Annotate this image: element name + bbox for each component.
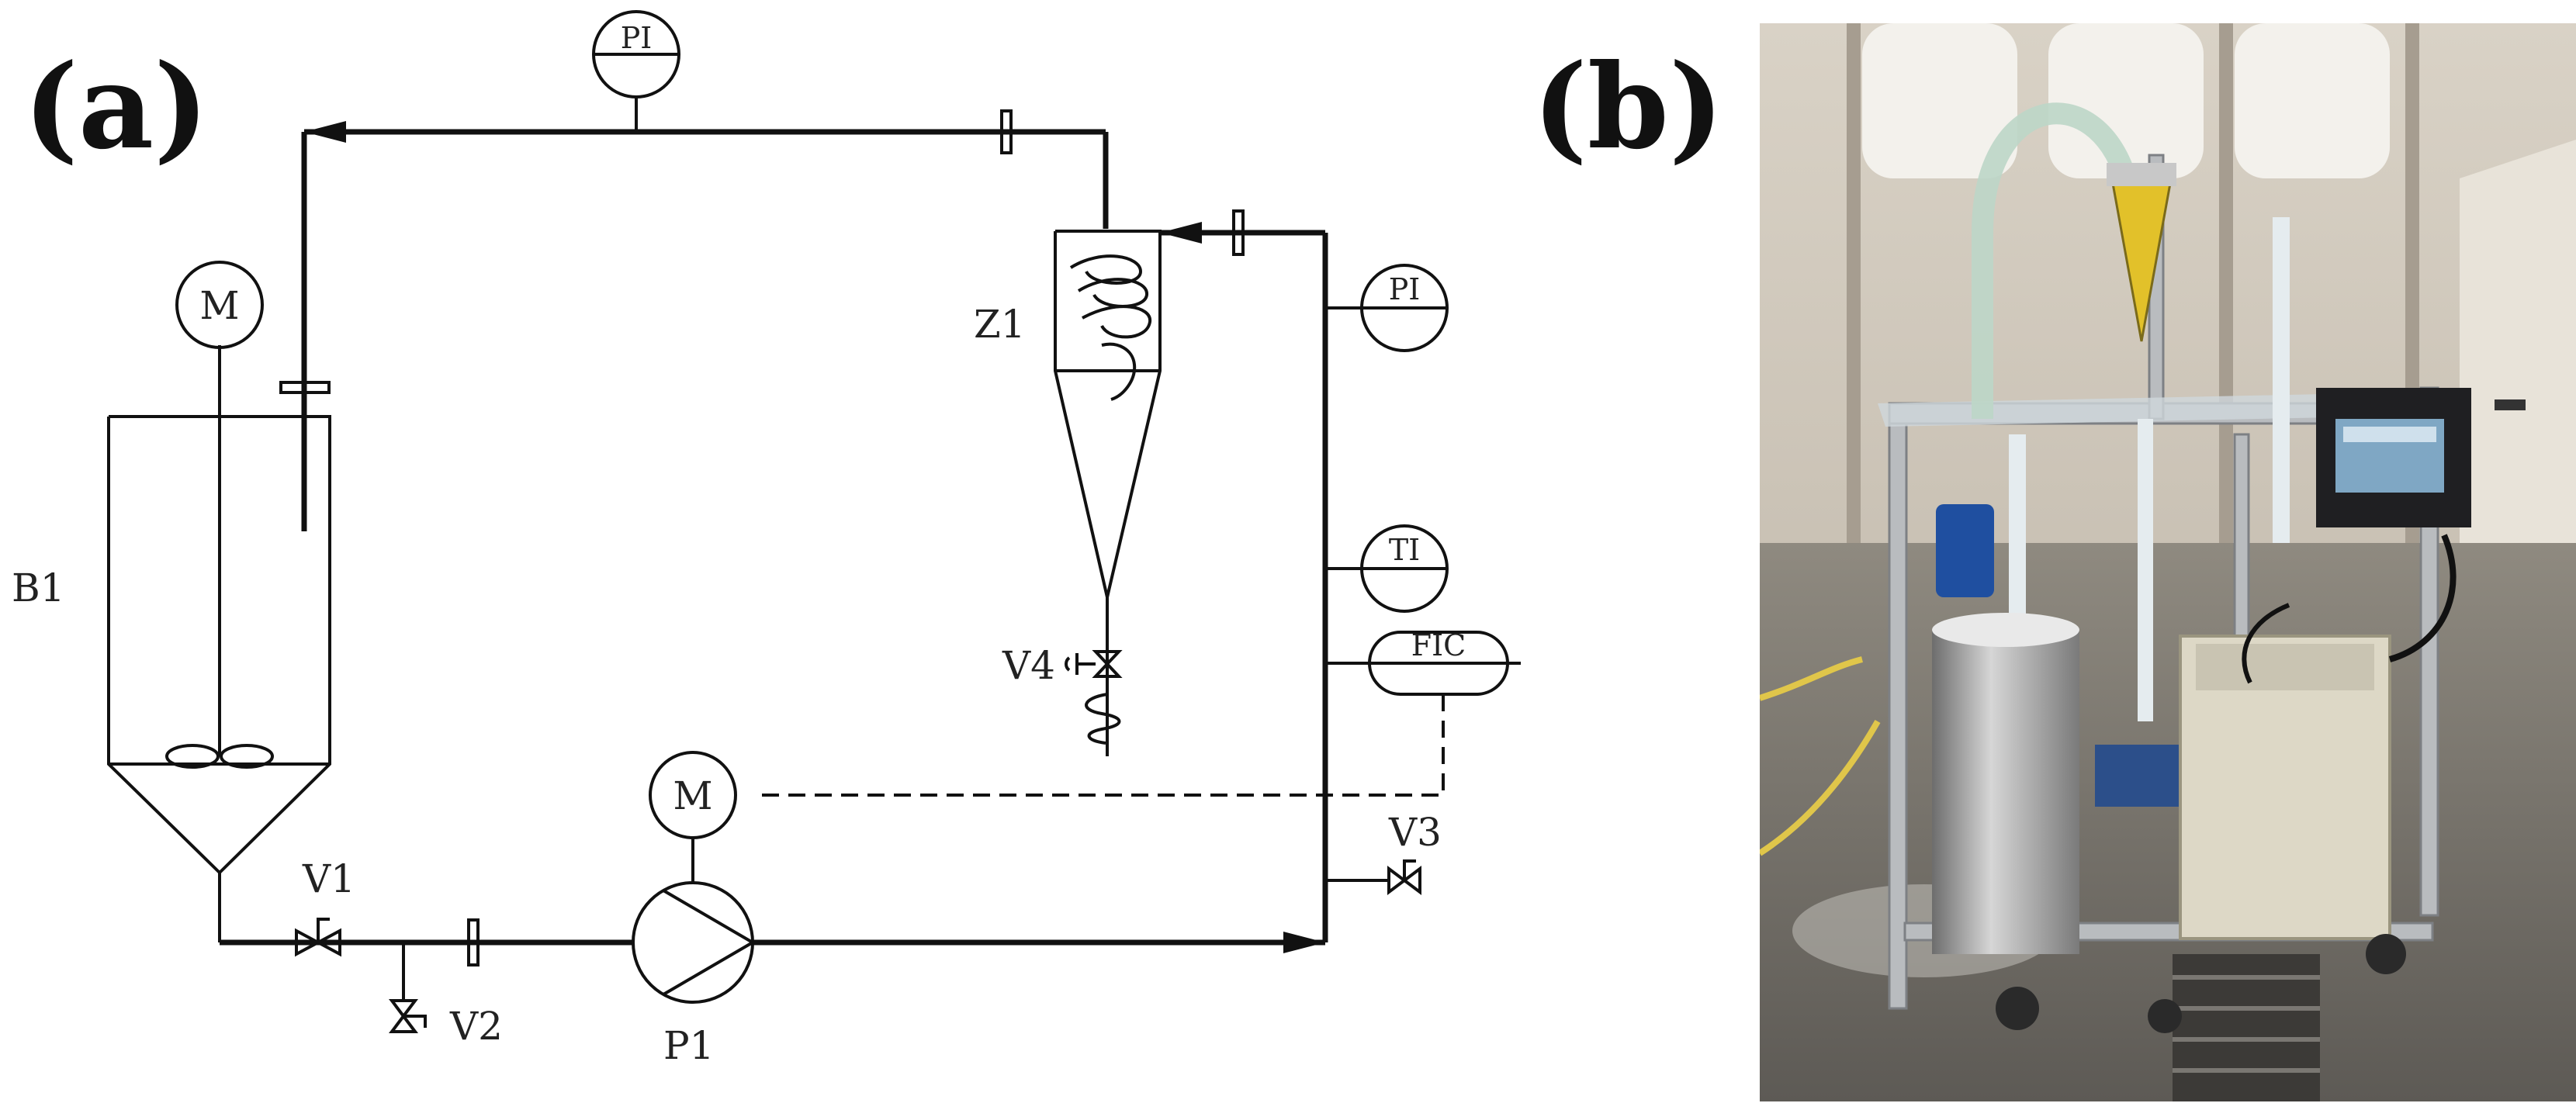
- label-v2: V2: [449, 1004, 503, 1049]
- label-v4: V4: [1002, 643, 1055, 688]
- label-p1: P1: [663, 1023, 714, 1068]
- pump-motor-label: M: [673, 773, 712, 818]
- pump-motor: M: [649, 751, 737, 839]
- ti-label: TI: [1389, 533, 1420, 567]
- label-z1: Z1: [974, 302, 1026, 347]
- return-line: [304, 97, 1109, 229]
- valve-v2: [389, 942, 427, 1033]
- pi-top-label: PI: [621, 21, 653, 55]
- label-v1: V1: [302, 856, 355, 901]
- pressure-indicator-top: PI: [592, 10, 680, 99]
- feed-line: [1160, 209, 1328, 942]
- panel-label-b: (b): [1532, 39, 1724, 175]
- temperature-indicator: TI: [1325, 524, 1449, 613]
- setup-photo: [1760, 23, 2576, 1101]
- pump-p1: [632, 838, 754, 1004]
- tank-b1: [107, 132, 331, 875]
- pump-line: [218, 873, 1325, 966]
- pressure-indicator-right: PI: [1325, 264, 1449, 352]
- valve-v1: [295, 918, 341, 957]
- fic-label: FIC: [1411, 628, 1466, 662]
- tank-motor: M: [175, 261, 264, 349]
- flow-indicator-controller: FIC: [757, 628, 1521, 797]
- valve-v3: [1325, 859, 1421, 895]
- valve-v4: [1065, 650, 1123, 678]
- pi-right-label: PI: [1389, 272, 1421, 306]
- panel-label-a: (a): [23, 39, 209, 175]
- label-v3: V3: [1388, 810, 1442, 855]
- label-b1: B1: [12, 565, 65, 610]
- tank-motor-label: M: [199, 283, 239, 328]
